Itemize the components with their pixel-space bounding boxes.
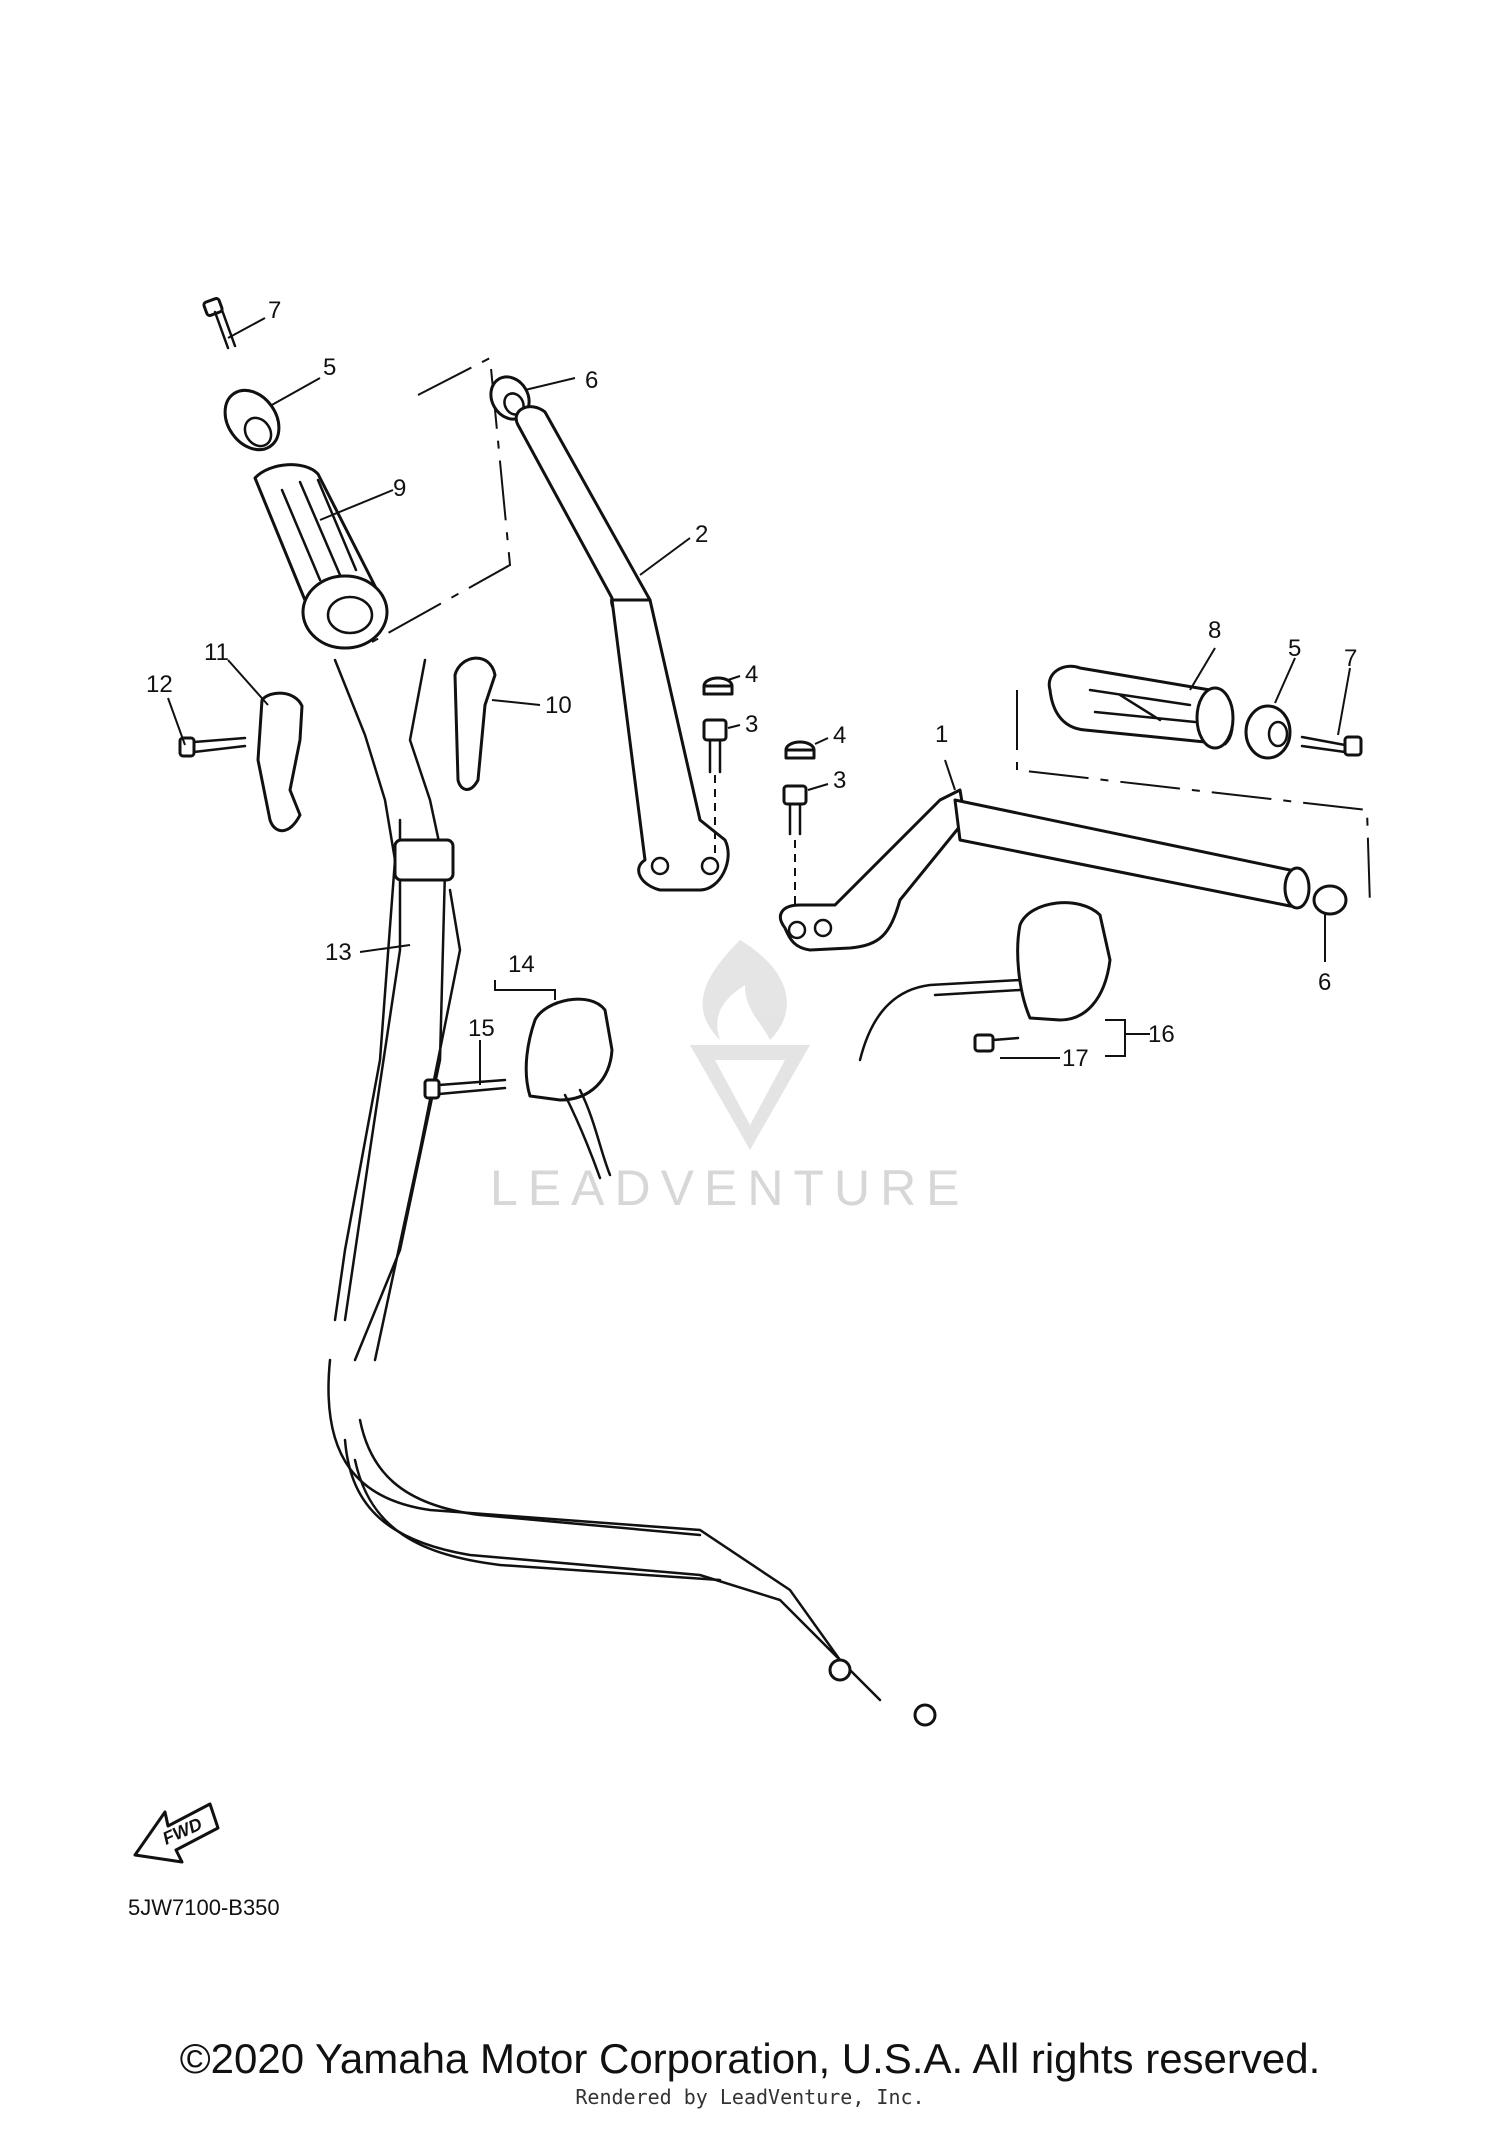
callout-label: 16 (1148, 1021, 1175, 1048)
throttle-housing-upper (453, 656, 497, 791)
callout-label: 4 (745, 661, 758, 688)
right-handlebar-switch (858, 901, 1112, 1062)
right-grip (1047, 664, 1235, 750)
right-cap (784, 740, 816, 760)
watermark-v-icon (690, 1045, 810, 1150)
callout-label: 3 (833, 767, 846, 794)
callout-label: 5 (323, 354, 336, 381)
callout-label: 13 (325, 939, 352, 966)
throttle-housing-lower (256, 691, 304, 833)
callout-label: 9 (393, 475, 406, 502)
callout-label: 8 (1208, 617, 1221, 644)
left-bar-end-bolt (202, 297, 237, 350)
callout-label: 4 (833, 722, 846, 749)
callout-label: 7 (268, 297, 281, 324)
callout-label: 11 (204, 639, 229, 666)
callout-label: 2 (695, 521, 708, 548)
leader-lines (167, 317, 1351, 1085)
lower-bar-end-weight (1312, 884, 1348, 916)
callout-label: 14 (508, 951, 535, 978)
callout-label: 15 (468, 1015, 495, 1042)
left-switch-screw (423, 1078, 507, 1100)
watermark-flame-icon (702, 940, 787, 1040)
callout-label: 7 (1344, 645, 1357, 672)
callout-label: 6 (1318, 969, 1331, 996)
callout-label: 10 (545, 692, 572, 719)
watermark-text: LEADVENTURE (490, 1160, 970, 1216)
watermark: LEADVENTURE (490, 940, 970, 1216)
callout-labels: 7 5 6 9 2 11 12 10 4 3 4 3 8 5 7 1 6 13 … (146, 297, 1357, 1072)
fwd-arrow-icon: FWD (133, 1802, 220, 1864)
right-clip-on-handlebar (779, 788, 1311, 952)
copyright-notice: ©2020 Yamaha Motor Corporation, U.S.A. A… (179, 2035, 1321, 2082)
left-handlebar-switch (524, 997, 614, 1180)
rendered-by-notice: Rendered by LeadVenture, Inc. (575, 2085, 925, 2109)
left-cap (702, 676, 734, 696)
callout-label: 5 (1288, 635, 1301, 662)
callout-label: 12 (146, 671, 173, 698)
diagram-code: 5JW7100-B350 (128, 1895, 280, 1920)
left-bar-end-weight (223, 388, 281, 452)
left-clamp-bolt (702, 718, 728, 860)
throttle-cables (327, 658, 937, 1727)
callout-label: 6 (585, 367, 598, 394)
callout-label: 1 (935, 721, 948, 748)
right-bar-end-weight (1244, 704, 1292, 760)
callout-label: 17 (1062, 1045, 1089, 1072)
left-grip (253, 463, 389, 650)
callout-label: 3 (745, 711, 758, 738)
throttle-housing-screw (178, 736, 247, 758)
left-clip-on-handlebar (514, 405, 730, 892)
right-bar-end-bolt (1300, 735, 1363, 757)
right-switch-screw (973, 1033, 1020, 1053)
